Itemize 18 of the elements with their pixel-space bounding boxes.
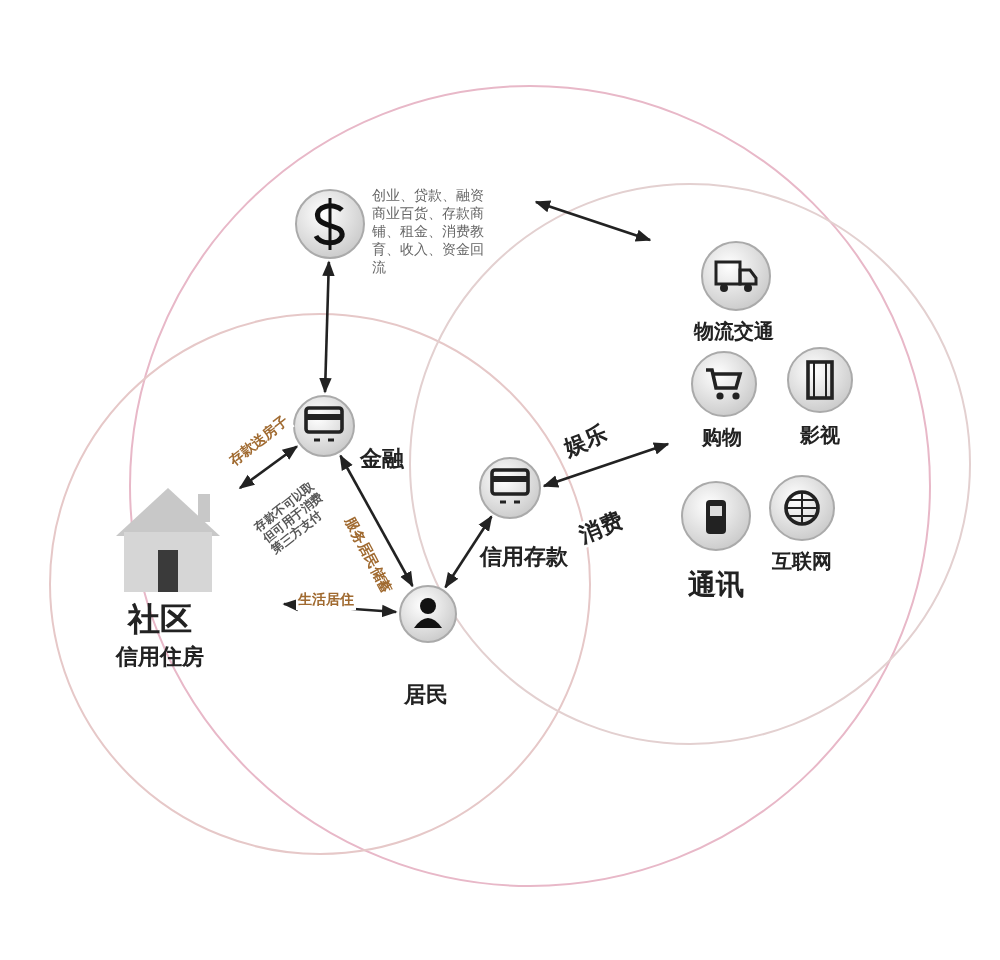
icon-label: 通讯: [688, 568, 744, 604]
icon-label: 社区: [128, 600, 192, 642]
text-label: 消费: [576, 507, 627, 549]
edge-label: 娱乐: [558, 418, 614, 464]
icon-label: 物流交通: [694, 318, 774, 346]
double-arrow: [542, 442, 670, 488]
double-arrow: [339, 454, 414, 588]
icon-label: 金融: [360, 444, 404, 474]
icon-label: 居民: [404, 680, 448, 710]
icon-label: 购物: [702, 425, 742, 452]
icon-label: 信用存款: [480, 542, 568, 572]
icon-label: 互联网: [772, 549, 832, 576]
double-arrow: [238, 445, 299, 490]
double-arrow: [534, 200, 652, 242]
double-arrow: [444, 515, 493, 589]
double-arrow: [319, 260, 335, 394]
icon-label: 信用住房: [116, 642, 204, 672]
icon-label: 影视: [800, 423, 840, 450]
